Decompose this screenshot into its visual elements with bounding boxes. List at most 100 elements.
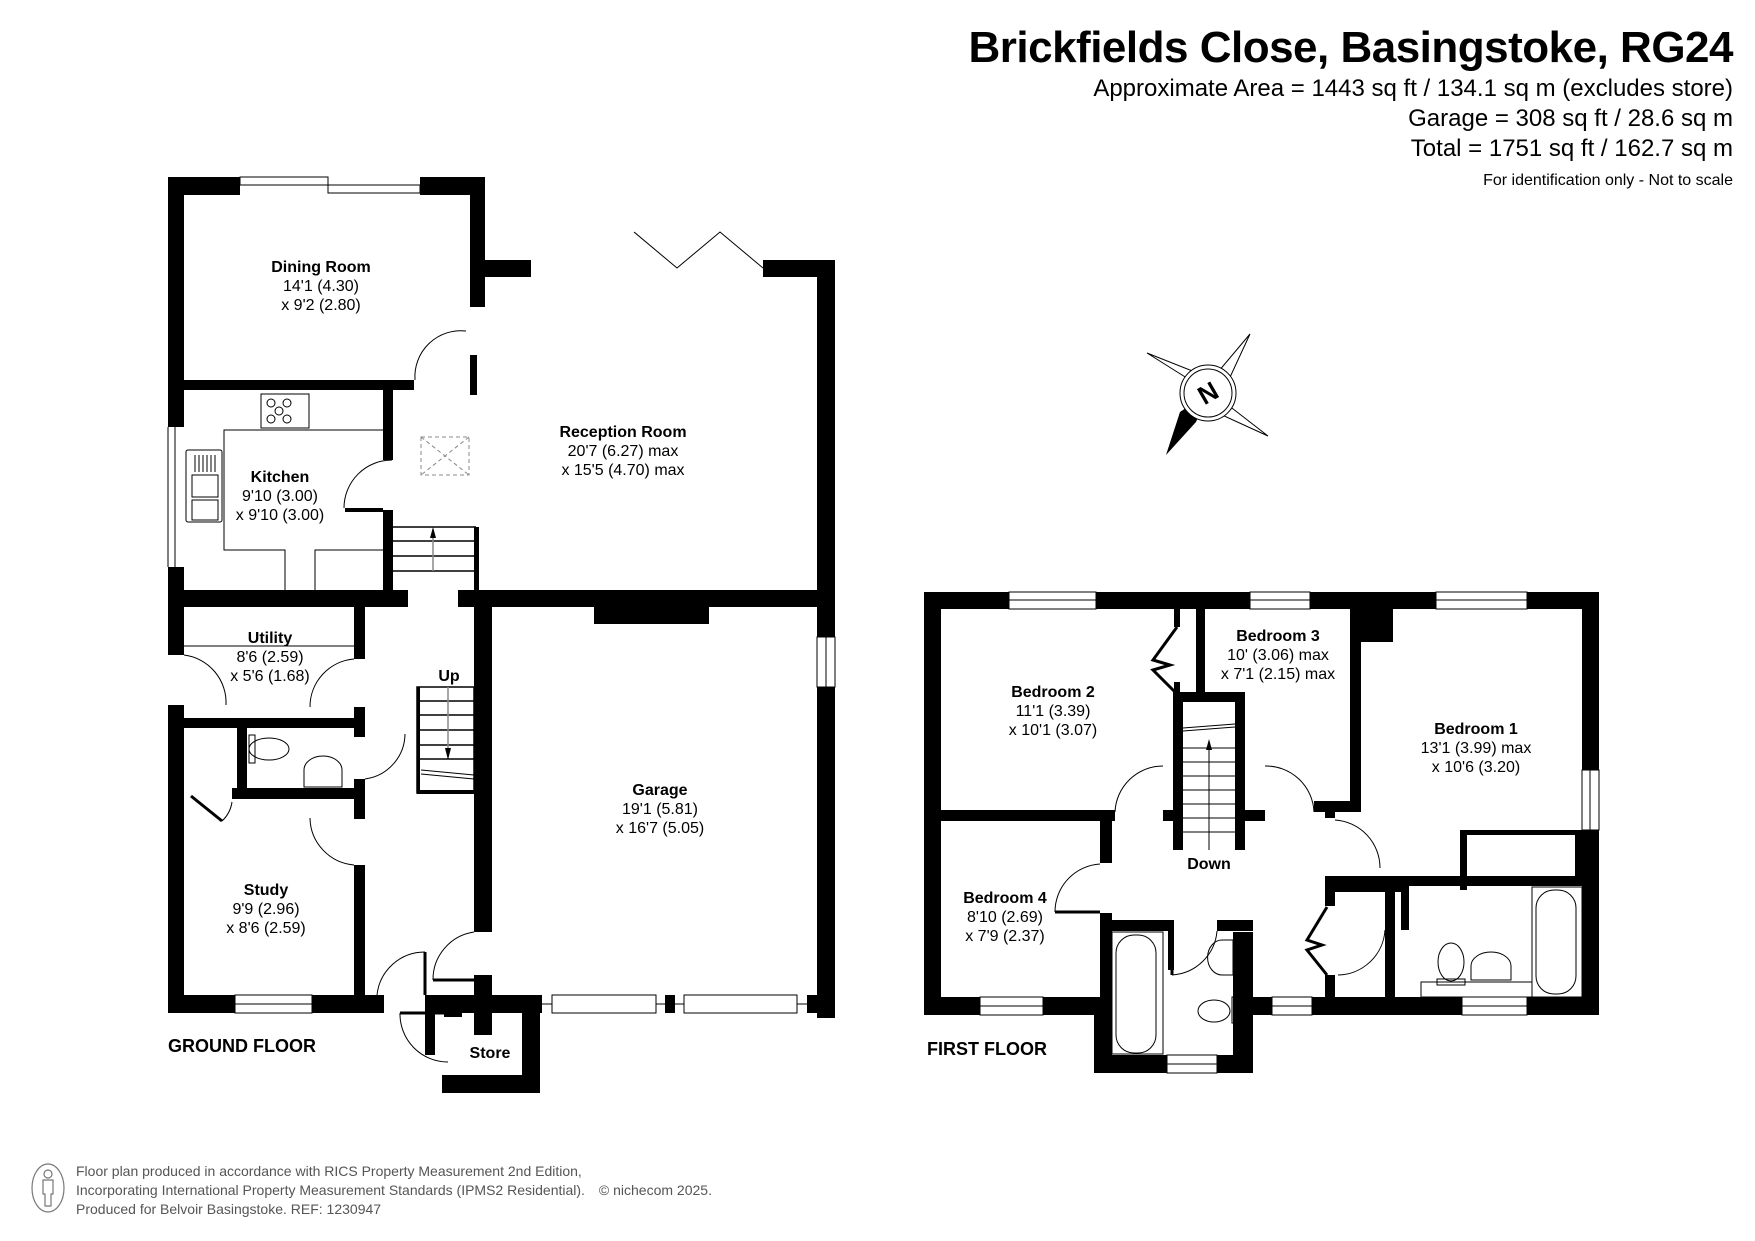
door-garage <box>432 931 475 981</box>
room-name-store: Store <box>470 1045 511 1062</box>
wall <box>1325 975 1335 997</box>
wall <box>1094 997 1112 1073</box>
wall <box>1173 692 1183 850</box>
window <box>168 427 184 567</box>
wall <box>474 527 479 592</box>
wall <box>1163 810 1183 821</box>
total-area: Total = 1751 sq ft / 162.7 sq m <box>1410 135 1733 162</box>
wall <box>444 1005 462 1017</box>
window <box>239 176 421 194</box>
room-dim-garage: 19'1 (5.81) <box>622 801 698 818</box>
door-bathroom <box>1171 930 1218 976</box>
room-dim-bedroom4: x 7'9 (2.37) <box>965 928 1045 945</box>
approximate-area: Approximate Area = 1443 sq ft / 134.1 sq… <box>1093 75 1733 102</box>
wall <box>383 510 393 595</box>
wall <box>470 177 485 307</box>
door-study <box>309 817 355 866</box>
room-name-bedroom1: Bedroom 1 <box>1434 721 1518 738</box>
kitchen-worktop <box>223 429 383 590</box>
first-floor-label: FIRST FLOOR <box>927 1039 1047 1059</box>
garage-door <box>551 994 798 1014</box>
property-title: Brickfields Close, Basingstoke, RG24 <box>968 23 1733 72</box>
wall <box>184 380 414 390</box>
room-dim-study: x 8'6 (2.59) <box>226 920 306 937</box>
wall <box>168 705 184 1013</box>
footer-line-2: Incorporating International Property Mea… <box>76 1182 585 1198</box>
room-dim-bedroom3: 10' (3.06) max <box>1227 647 1329 664</box>
toilet-icon <box>248 734 290 764</box>
wall <box>168 590 408 607</box>
wall <box>1233 932 1253 1073</box>
room-dim-study: 9'9 (2.96) <box>232 901 299 918</box>
wall <box>417 790 474 794</box>
door-front <box>376 951 426 996</box>
wall <box>1325 812 1335 818</box>
wall <box>442 1075 540 1093</box>
room-name-bedroom3: Bedroom 3 <box>1236 628 1320 645</box>
doors <box>1054 765 1386 976</box>
staircase-down <box>1182 723 1236 850</box>
wall <box>1196 609 1205 694</box>
footer-line-3: Produced for Belvoir Basingstoke. REF: 1… <box>76 1201 382 1217</box>
room-dim-kitchen: x 9'10 (3.00) <box>236 507 324 524</box>
door-bedroom3 <box>1264 765 1315 813</box>
ground-floor-plan <box>167 176 836 1093</box>
door-bedroom4 <box>1054 863 1101 913</box>
bath-icon <box>1111 931 1164 1055</box>
wall <box>1112 920 1172 931</box>
room-dim-bedroom4: 8'10 (2.69) <box>967 909 1043 926</box>
wall <box>383 390 393 460</box>
wall <box>594 607 709 624</box>
ground-floor-labels: Dining Room 14'1 (4.30) x 9'2 (2.80) Rec… <box>226 259 704 1062</box>
cupboard-door <box>190 794 223 823</box>
disclaimer: For identification only - Not to scale <box>1483 172 1733 189</box>
wall <box>1245 810 1265 821</box>
room-dim-bedroom2: 11'1 (3.39) <box>1016 703 1091 720</box>
copyright: © nichecom 2025. <box>598 1182 712 1198</box>
wall <box>1350 609 1393 642</box>
room-dim-garage: x 16'7 (5.05) <box>616 820 704 837</box>
stairs-down-label: Down <box>1187 856 1231 873</box>
wall <box>184 718 365 728</box>
room-name-kitchen: Kitchen <box>251 469 310 486</box>
room-dim-bedroom1: 13'1 (3.99) max <box>1421 740 1532 757</box>
door-bedroom2 <box>1114 765 1164 813</box>
room-dim-utility: x 5'6 (1.68) <box>230 668 310 685</box>
wall <box>1325 882 1401 892</box>
sink-icon <box>185 449 223 523</box>
wall <box>474 1005 492 1035</box>
wall <box>1575 830 1582 886</box>
doors <box>183 330 475 1063</box>
footer-line-1: Floor plan produced in accordance with R… <box>76 1163 582 1179</box>
wall <box>354 779 365 819</box>
room-dim-dining: x 9'2 (2.80) <box>281 297 361 314</box>
wall <box>1235 692 1245 850</box>
wall <box>458 590 835 607</box>
wall <box>354 606 365 659</box>
wall <box>168 590 184 655</box>
room-name-reception: Reception Room <box>559 424 686 441</box>
ground-floor-label: GROUND FLOOR <box>168 1036 316 1056</box>
door-store <box>399 1012 449 1063</box>
room-dim-reception: x 15'5 (4.70) max <box>561 462 684 479</box>
wall <box>1100 821 1112 863</box>
first-floor-labels: Bedroom 2 11'1 (3.39) x 10'1 (3.07) Bedr… <box>963 628 1531 945</box>
room-dim-kitchen: 9'10 (3.00) <box>242 488 318 505</box>
wall <box>354 707 365 737</box>
person-scale-icon <box>31 1163 65 1213</box>
wall <box>1401 882 1409 930</box>
wall <box>232 788 365 799</box>
room-name-bedroom4: Bedroom 4 <box>963 890 1047 907</box>
vanity-unit <box>1420 981 1533 998</box>
wall <box>420 177 485 195</box>
door-kitchen <box>343 459 393 509</box>
wall <box>485 260 531 277</box>
staircase-up <box>416 686 475 794</box>
wall <box>941 810 1115 821</box>
room-dim-utility: 8'6 (2.59) <box>236 649 303 666</box>
hob-icon <box>260 393 310 429</box>
room-name-dining: Dining Room <box>271 259 371 276</box>
wall <box>425 995 475 1007</box>
room-name-study: Study <box>244 882 289 899</box>
wall <box>470 355 477 395</box>
